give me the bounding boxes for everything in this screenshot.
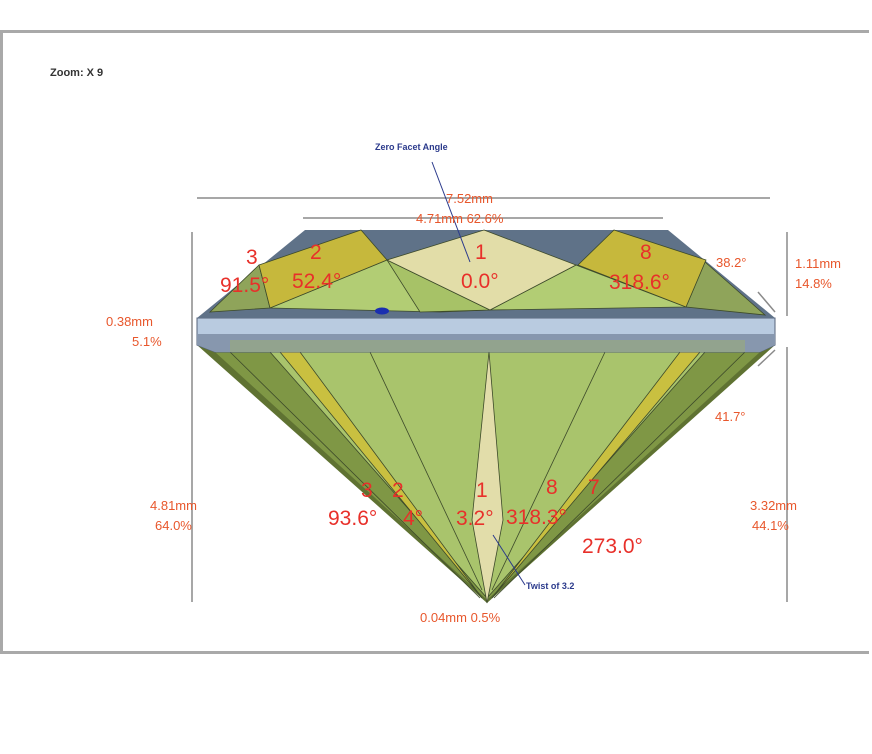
girdle-pct-label: 5.1%	[132, 334, 162, 349]
total-depth-label: 4.81mm	[150, 498, 197, 513]
pavilion-facet-1	[471, 351, 504, 604]
dimension-lines	[191, 161, 788, 602]
crown-facet-8-num: 8	[640, 241, 652, 264]
zoom-label: Zoom: X 9	[50, 67, 103, 79]
crown-facet-1-num: 1	[475, 241, 487, 264]
total-depth-pct-label: 64.0%	[155, 518, 192, 533]
crown-facet-1-angle: 0.0°	[461, 270, 499, 293]
zero-facet-marker	[375, 307, 389, 315]
crown-facet-3-angle: 91.5°	[220, 274, 269, 297]
facet-edge	[491, 351, 606, 591]
pavilion-facet-2-angle: 4°	[403, 507, 423, 530]
pavilion-facet-7-num: 7	[588, 476, 600, 499]
crown-angle-label: 38.2°	[716, 255, 747, 270]
pavilion-facet-1-num: 1	[476, 479, 488, 502]
crown-facet-2-num: 2	[310, 241, 322, 264]
zero-facet-annotation: Zero Facet Angle	[375, 142, 448, 152]
crown-facet-8	[577, 229, 707, 308]
facet-edge	[229, 351, 481, 599]
pavilion	[197, 345, 775, 604]
facet-edge	[369, 351, 483, 591]
crown-facet-8-angle: 318.6°	[609, 271, 670, 294]
facet-edge	[493, 351, 746, 599]
crown-facet-1	[385, 229, 577, 311]
pavilion-facet-3-angle: 93.6°	[328, 507, 377, 530]
crown-height-pct-label: 14.8%	[795, 276, 832, 291]
table-label: 4.71mm 62.6%	[416, 211, 504, 226]
culet-label: 0.04mm 0.5%	[420, 610, 501, 625]
pavilion-facet-7-angle: 273.0°	[582, 535, 643, 558]
total-width-label: 7.52mm	[446, 191, 493, 206]
pavilion-facet-2-num: 2	[392, 479, 404, 502]
pavilion-depth-label: 3.32mm	[750, 498, 797, 513]
pavilion-angle-label: 41.7°	[715, 409, 746, 424]
crown-facet-2-angle: 52.4°	[292, 270, 341, 293]
crown-facet-2	[258, 229, 388, 309]
pavilion-depth-pct-label: 44.1%	[752, 518, 789, 533]
pavilion-facet-8-num: 8	[546, 476, 558, 499]
twist-annotation: Twist of 3.2	[526, 581, 574, 591]
girdle-label: 0.38mm	[106, 314, 153, 329]
pavilion-facet-8-angle: 318.3°	[506, 506, 567, 529]
pavilion-facet-1-angle: 3.2°	[456, 507, 494, 530]
girdle-shadow	[230, 340, 745, 352]
pavilion-facet-3-num: 3	[361, 479, 373, 502]
crown-facet-3-num: 3	[246, 246, 258, 269]
crown-height-label: 1.11mm	[795, 256, 841, 271]
crown	[197, 229, 775, 318]
